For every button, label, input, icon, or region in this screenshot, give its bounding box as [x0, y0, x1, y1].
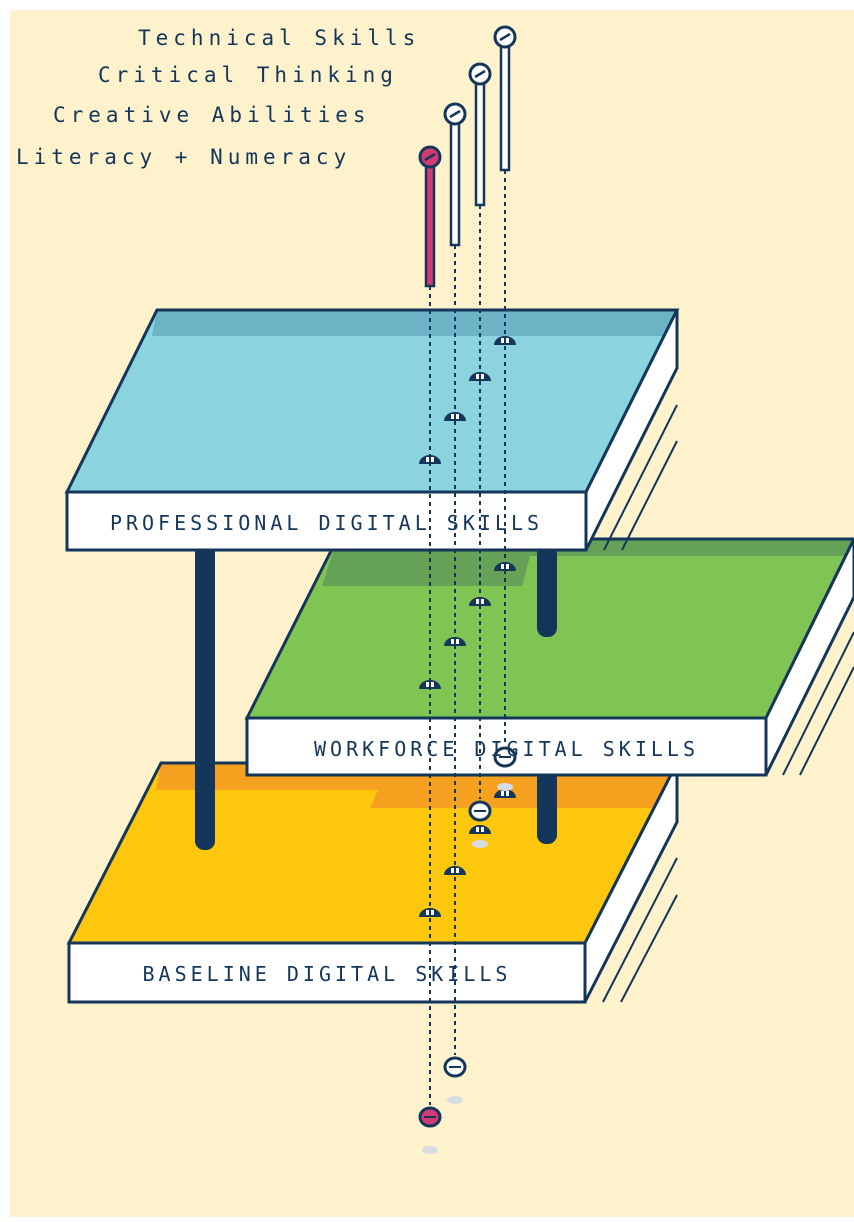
professional-shade-band: [152, 310, 677, 336]
pin-label-literacy-numeracy: Literacy + Numeracy: [16, 145, 352, 169]
pin-label-technical-skills: Technical Skills: [138, 26, 421, 50]
pin-2: [443, 102, 467, 1104]
pin-shadow: [472, 840, 488, 848]
crossing-mark-icon: [494, 336, 516, 345]
pin-tip-icon: [468, 800, 492, 822]
professional-side-stripes: [603, 404, 678, 551]
pin-tip-icon: [418, 1106, 442, 1128]
crossing-mark-icon: [444, 412, 466, 421]
workforce-layer-label: WORKFORCE DIGITAL SKILLS: [314, 737, 699, 761]
crossing-mark-icon: [494, 789, 516, 798]
crossing-mark-icon: [494, 562, 516, 571]
post-left: [195, 540, 215, 850]
pin-icon: [418, 145, 442, 169]
pin-shaft: [424, 163, 436, 288]
pin-shadow: [422, 1146, 438, 1154]
crossing-mark-icon: [419, 455, 441, 464]
post-right-lower: [537, 770, 557, 844]
crossing-mark-icon: [469, 825, 491, 834]
pin-label-critical-thinking: Critical Thinking: [98, 63, 398, 87]
crossing-mark-icon: [419, 680, 441, 689]
pin-shaft: [474, 80, 486, 207]
crossing-mark-icon: [444, 637, 466, 646]
professional-layer-label: PROFESSIONAL DIGITAL SKILLS: [109, 511, 544, 535]
baseline-layer-label: BASELINE DIGITAL SKILLS: [142, 962, 512, 986]
crossing-mark-icon: [469, 372, 491, 381]
pin-shaft: [499, 43, 511, 172]
professional-top-face: [67, 310, 677, 492]
pin-icon: [468, 62, 492, 86]
professional-front-face: [65, 490, 588, 552]
crossing-mark-icon: [419, 908, 441, 917]
baseline-side-stripes: [602, 857, 678, 1003]
crossing-mark-icon: [444, 866, 466, 875]
baseline-front-face: [67, 941, 587, 1004]
workforce-side-stripes: [782, 631, 854, 776]
pin-shadow: [497, 783, 513, 791]
pin-icon: [443, 102, 467, 126]
pin-3: [418, 145, 442, 1154]
pin-tip-icon: [443, 1056, 467, 1078]
pin-shadow: [447, 1096, 463, 1104]
pin-1: [468, 62, 492, 848]
pin-shaft: [449, 120, 461, 247]
pin-label-creative-abilities: Creative Abilities: [53, 103, 371, 127]
pin-icon: [493, 25, 517, 49]
pin-0: [493, 25, 517, 798]
professional-slab: [64, 308, 680, 552]
pin-tip-icon: [493, 746, 517, 768]
post-right-upper: [537, 545, 557, 637]
pin-layer: [418, 25, 517, 1154]
crossing-mark-icon: [469, 597, 491, 606]
